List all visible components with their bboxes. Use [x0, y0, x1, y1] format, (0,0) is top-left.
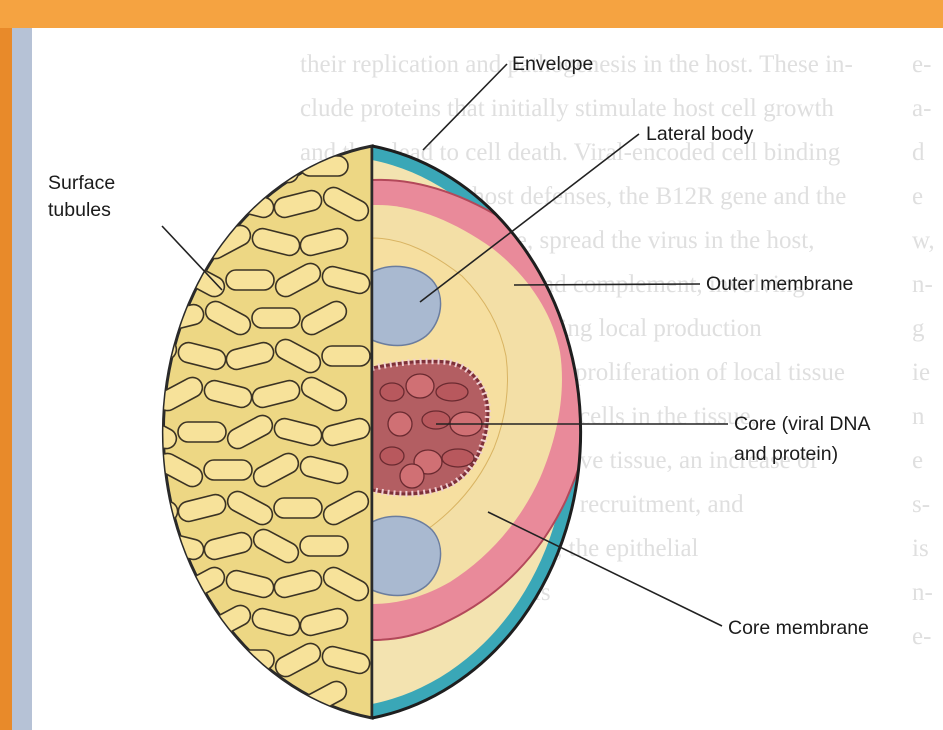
background-text-fragment: g: [912, 315, 925, 342]
background-text-line: clude proteins that initially stimulate …: [300, 95, 834, 122]
background-text-fragment: e-: [912, 623, 931, 650]
surface-tubule: [226, 270, 274, 290]
surface-tubule: [178, 422, 226, 442]
dna-blob: [406, 374, 434, 398]
dna-blob: [400, 464, 424, 488]
label-surface-tubules-line1: Surface: [48, 172, 115, 194]
label-core-membrane: Core membrane: [728, 617, 869, 639]
background-text-fragment: a-: [912, 95, 931, 122]
surface-tubule: [322, 346, 370, 366]
dna-blob: [388, 412, 412, 436]
label-core-line1: Core (viral DNA: [734, 413, 871, 435]
background-text-fragment: n: [912, 403, 925, 430]
background-text-fragment: s-: [912, 491, 930, 518]
dna-blob: [380, 447, 404, 465]
outer-membrane-leader: [514, 284, 700, 285]
background-text-fragment: e: [912, 183, 923, 210]
dna-blob: [422, 411, 450, 429]
background-text-fragment: d: [912, 139, 925, 166]
surface-tubule: [204, 460, 252, 480]
background-text-fragment: e-: [912, 51, 931, 78]
surface-tubule: [274, 498, 322, 518]
label-core-line2: and protein): [734, 443, 838, 465]
background-text-fragment: ie: [912, 359, 930, 386]
dna-blob: [436, 383, 468, 401]
background-text-fragment: w,: [912, 227, 935, 254]
label-lateral-body: Lateral body: [646, 123, 754, 145]
background-text-fragment: n-: [912, 579, 933, 606]
label-surface-tubules-line2: tubules: [48, 199, 111, 221]
background-text-fragment: e: [912, 447, 923, 474]
background-text-fragment: n-: [912, 271, 933, 298]
top-banner: [0, 0, 943, 28]
left-decorative-strip: [12, 28, 32, 730]
surface-tubule: [300, 536, 348, 556]
dna-blob: [442, 449, 474, 467]
label-outer-membrane: Outer membrane: [706, 273, 853, 295]
label-envelope: Envelope: [512, 53, 593, 75]
dna-blob: [380, 383, 404, 401]
left-decorative-bar: [0, 28, 12, 730]
background-text-fragment: is: [912, 535, 929, 562]
surface-tubule: [252, 308, 300, 328]
